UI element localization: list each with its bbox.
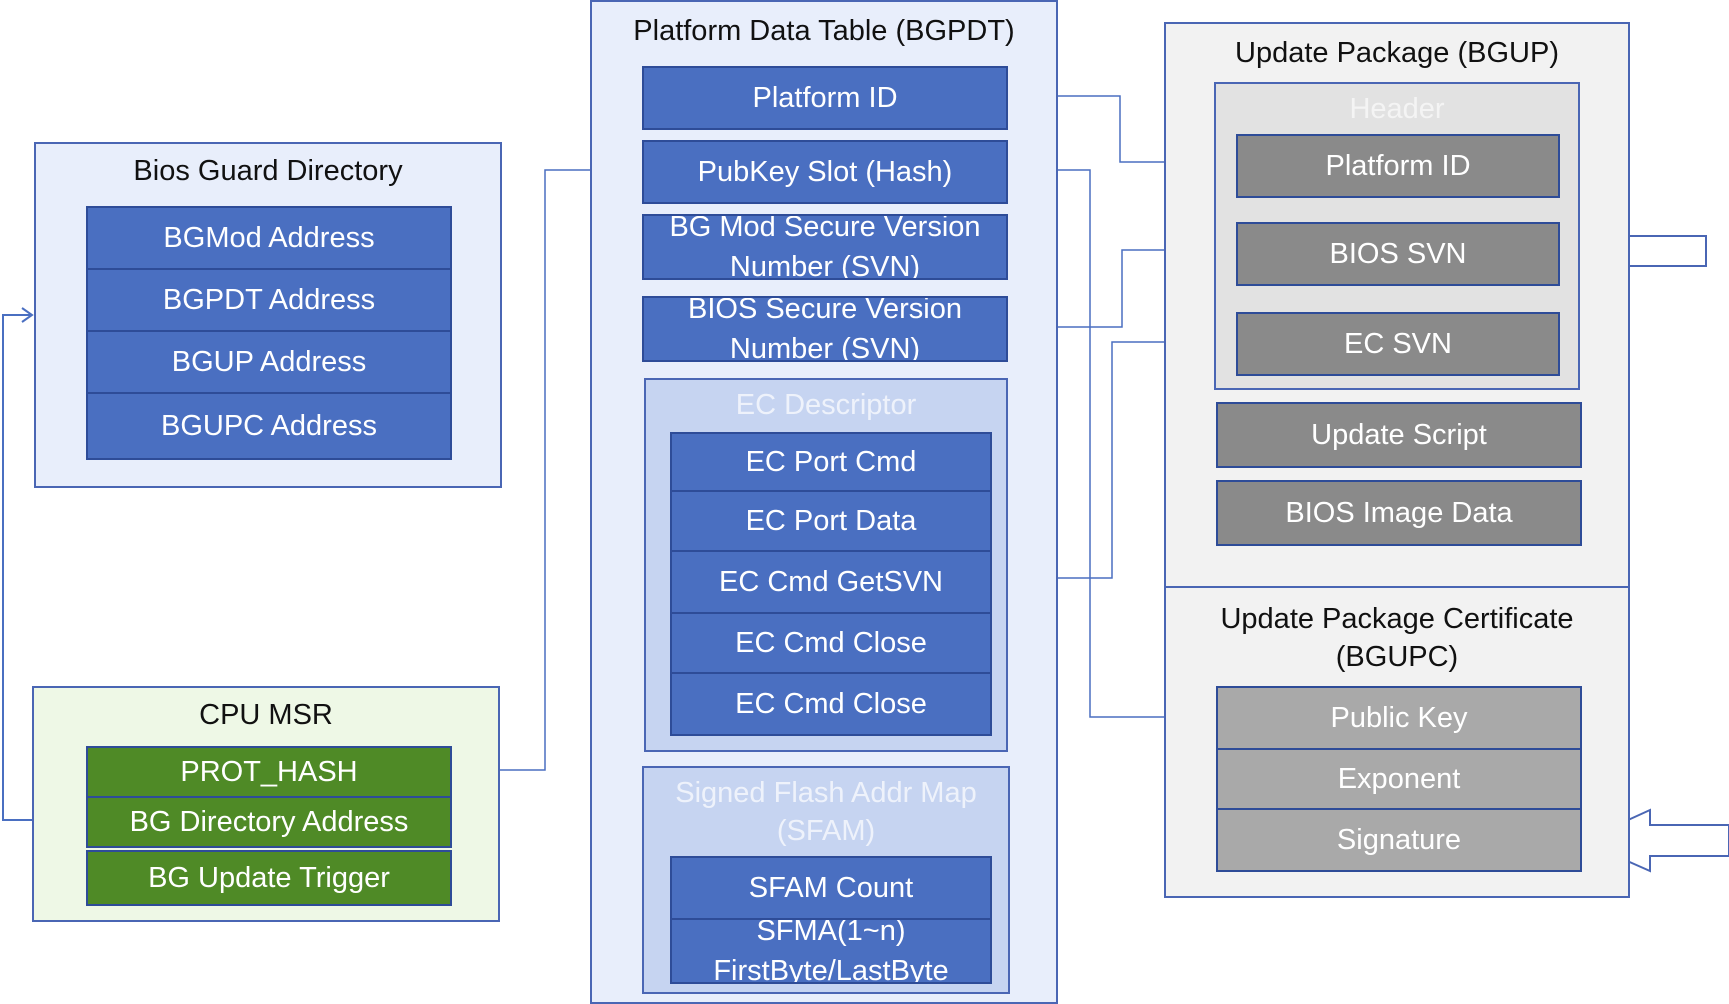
arrowhead-bios-guard-directory [21,307,34,323]
update-package-panel: Update Package (BGUP) Header Platform ID… [1164,22,1630,588]
pubkey-slot: PubKey Slot (Hash) [642,140,1008,204]
bg-mod-svn: BG Mod Secure Version Number (SVN) [642,214,1008,280]
header-bios-svn: BIOS SVN [1236,222,1560,286]
ec-descriptor-panel: EC Descriptor EC Port Cmd EC Port Data E… [644,378,1008,752]
platform-data-table-title: Platform Data Table (BGPDT) [633,15,1015,47]
bios-guard-directory-panel: Bios Guard Directory BGMod Address BGPDT… [34,142,502,488]
header-platform-id: Platform ID [1236,134,1560,198]
cpu-msr-title: CPU MSR [199,699,333,731]
bgupc-address: BGUPC Address [86,392,452,460]
bgup-address: BGUP Address [86,330,452,394]
platform-data-table-panel: Platform Data Table (BGPDT) Platform ID … [590,0,1058,1004]
header-panel: Header Platform ID BIOS SVN EC SVN [1214,82,1580,390]
ec-port-cmd: EC Port Cmd [670,432,992,492]
header-ec-svn: EC SVN [1236,312,1560,376]
platform-id: Platform ID [642,66,1008,130]
update-script: Update Script [1216,402,1582,468]
sfma-first-last-byte: SFMA(1~n) FirstByte/LastByte [670,918,992,984]
signature: Signature [1216,808,1582,872]
prot-hash: PROT_HASH [86,746,452,798]
sfam-panel: Signed Flash Addr Map (SFAM) SFAM Count … [642,766,1010,994]
update-package-certificate-title: Update Package Certificate (BGUPC) [1220,603,1574,673]
bgmod-address: BGMod Address [86,206,452,270]
bg-directory-address: BG Directory Address [86,796,452,848]
ec-descriptor-title: EC Descriptor [735,389,917,421]
update-package-title: Update Package (BGUP) [1235,37,1559,69]
header-title: Header [1349,93,1445,125]
bios-guard-directory-title: Bios Guard Directory [133,155,403,187]
ec-port-data: EC Port Data [670,490,992,552]
public-key: Public Key [1216,686,1582,750]
ec-cmd-close-1: EC Cmd Close [670,612,992,674]
ec-cmd-getsvn: EC Cmd GetSVN [670,550,992,614]
bios-svn: BIOS Secure Version Number (SVN) [642,296,1008,362]
bios-image-data: BIOS Image Data [1216,480,1582,546]
cpu-msr-panel: CPU MSR PROT_HASH BG Directory Address B… [32,686,500,922]
sfam-count: SFAM Count [670,856,992,920]
bgpdt-address: BGPDT Address [86,268,452,332]
ec-cmd-close-2: EC Cmd Close [670,672,992,736]
update-package-certificate-panel: Update Package Certificate (BGUPC) Publi… [1164,586,1630,898]
bg-update-trigger: BG Update Trigger [86,850,452,906]
exponent: Exponent [1216,748,1582,810]
sfam-title: Signed Flash Addr Map (SFAM) [675,777,977,847]
